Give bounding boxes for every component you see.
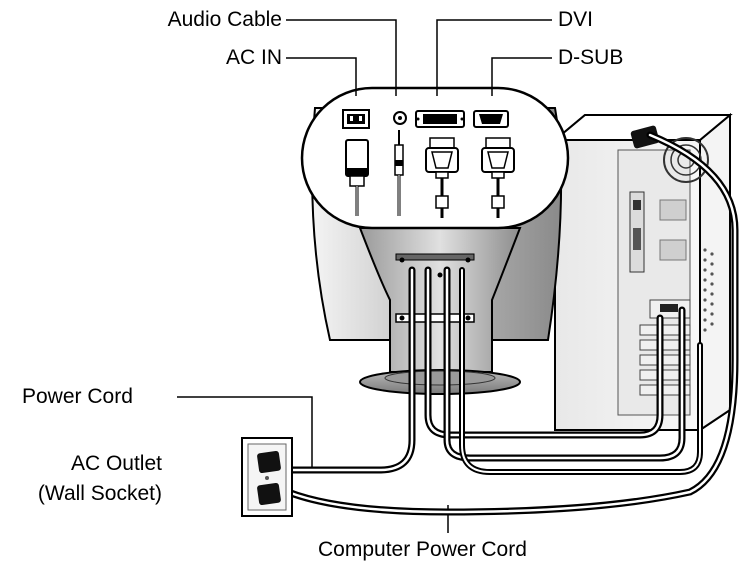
leader-lines xyxy=(177,19,552,533)
label-power-cord: Power Cord xyxy=(22,385,133,408)
cables xyxy=(284,131,739,516)
label-wall-socket: (Wall Socket) xyxy=(37,482,162,505)
wall-outlet xyxy=(241,437,293,517)
label-ac-in: AC IN xyxy=(225,46,282,69)
label-ac-outlet: AC Outlet xyxy=(70,452,162,475)
connector-panel xyxy=(300,86,570,230)
label-audio-cable: Audio Cable xyxy=(167,8,282,31)
computer-tower xyxy=(552,112,733,432)
label-computer-power-cord: Computer Power Cord xyxy=(318,538,527,561)
label-d-sub: D-SUB xyxy=(558,46,624,69)
label-dvi: DVI xyxy=(558,8,594,31)
